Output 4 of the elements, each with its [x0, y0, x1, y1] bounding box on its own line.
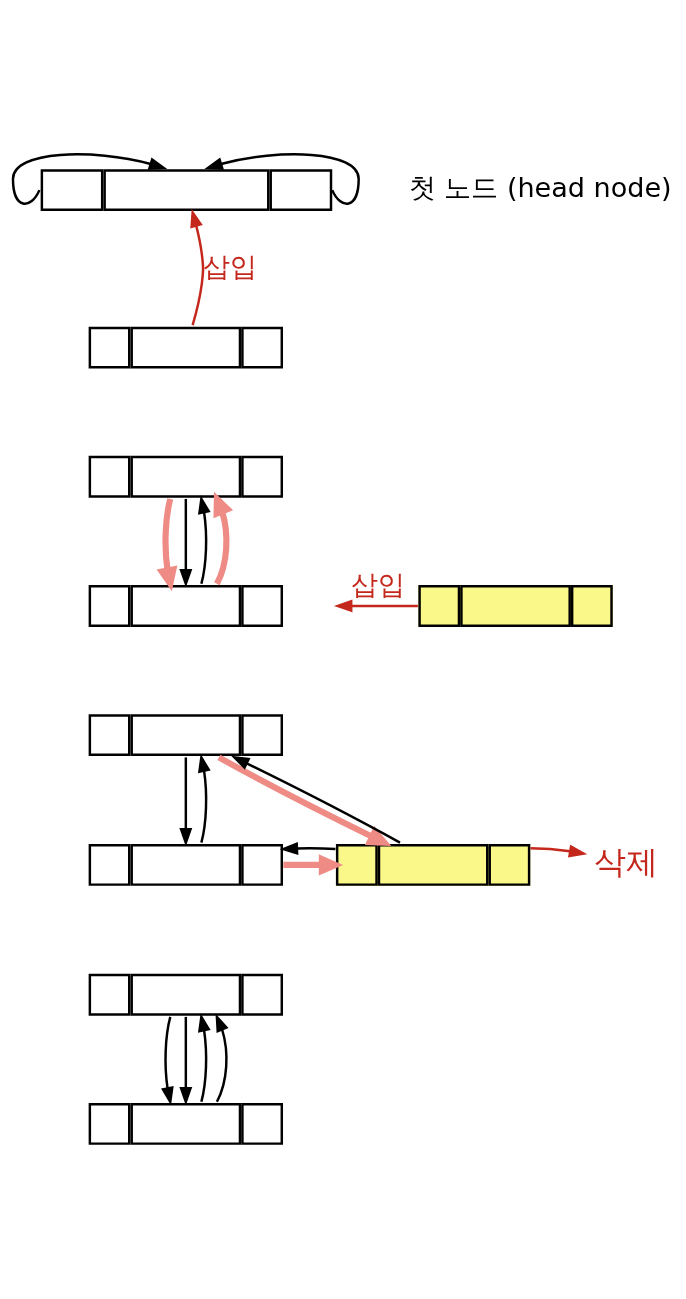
edge-label: 삽입 [350, 568, 405, 600]
edge-label: 삽입 [203, 250, 258, 282]
node-label: 첫 노드 (head node) [408, 171, 672, 203]
node-text: 삭제 [594, 842, 659, 881]
